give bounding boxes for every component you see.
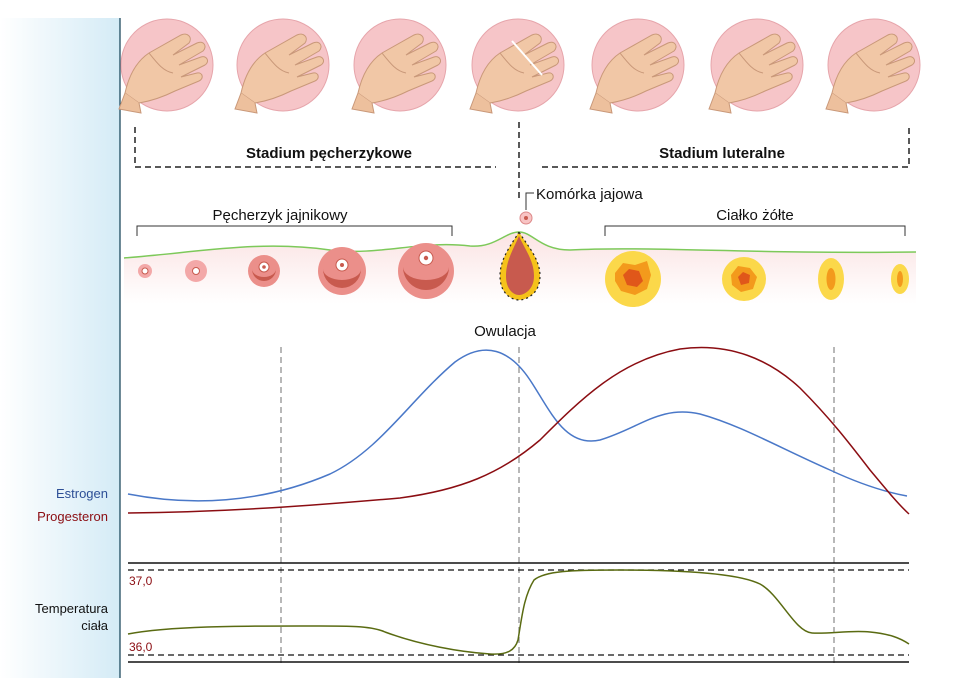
temperature-low-value: 36,0	[129, 640, 153, 654]
progesterone-curve	[127, 346, 910, 515]
temperature-label-line2: ciała	[81, 618, 109, 633]
hand-cervical-mucus-icon	[469, 18, 565, 114]
left-band	[0, 18, 120, 678]
hand-cervical-mucus-icon	[708, 18, 804, 114]
phase-brackets	[134, 122, 910, 200]
estrogen-label: Estrogen	[56, 486, 108, 501]
estrogen-curve	[127, 349, 908, 502]
hand-cervical-mucus-icon	[118, 18, 214, 114]
egg-label: Komórka jajowa	[536, 186, 643, 203]
phase-luteal-label: Stadium luteralne	[659, 145, 785, 162]
ovary-edge	[123, 231, 917, 259]
ovulation-label: Owulacja	[474, 323, 536, 340]
egg-label-leader	[525, 192, 534, 210]
follicle-label: Pęcherzyk jajnikowy	[212, 207, 348, 224]
phase-follicular-label: Stadium pęcherzykowe	[246, 145, 412, 162]
cycle-guides	[280, 347, 835, 665]
hand-cervical-mucus-icon	[234, 18, 330, 114]
hand-cervical-mucus-icon	[825, 18, 921, 114]
corpus-luteum-label: Ciałko żółte	[716, 207, 794, 224]
corpus-luteum-stages	[605, 251, 909, 307]
temperature-label-line1: Temperatura	[35, 601, 109, 616]
progesterone-label: Progesteron	[37, 509, 108, 524]
follicle-bracket	[136, 225, 453, 236]
corpus-luteum-bracket	[604, 225, 906, 236]
temperature-high-value: 37,0	[129, 574, 153, 588]
hand-cervical-mucus-icon	[589, 18, 685, 114]
follicle-stages	[138, 211, 541, 301]
temperature-curve	[127, 569, 910, 655]
hand-icons-row	[118, 18, 921, 114]
hand-cervical-mucus-icon	[351, 18, 447, 114]
